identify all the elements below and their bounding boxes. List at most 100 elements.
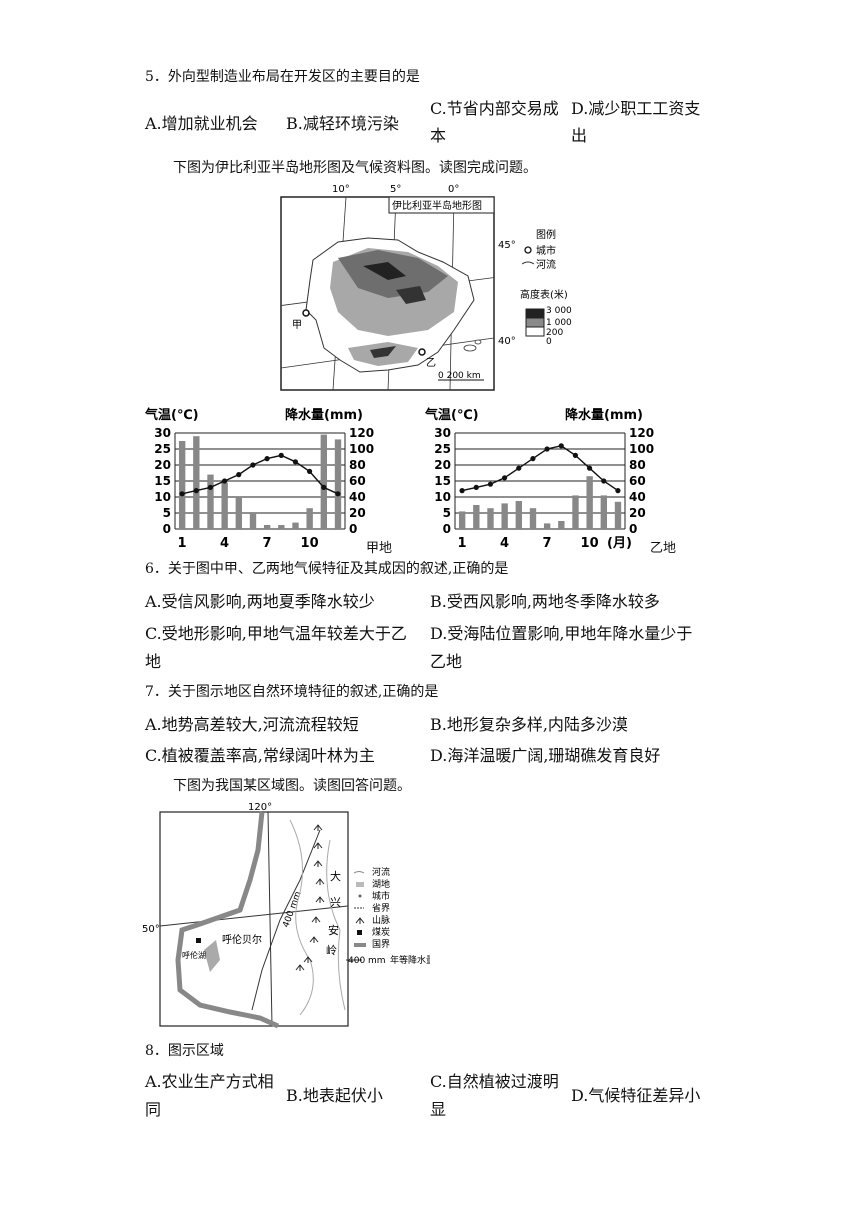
- precip-bar: [263, 525, 271, 529]
- temp-point: [221, 478, 228, 484]
- temp-tick: 10: [434, 490, 451, 504]
- precip-bar: [334, 439, 342, 529]
- lon-5: 5°: [390, 184, 401, 195]
- temp-point: [278, 452, 284, 458]
- q8-option-c-cont: 显: [430, 1100, 447, 1119]
- temp-point: [572, 452, 579, 458]
- q6-option-a: A.受信风影响,两地夏季降水较少: [145, 592, 375, 611]
- scale-bar: 0 200 km: [438, 371, 481, 381]
- q6-option-c: C.受地形影响,甲地气温年较差大于乙: [145, 624, 407, 643]
- temp-point: [459, 488, 465, 494]
- temp-tick: 20: [434, 458, 451, 472]
- month-tick: 1: [458, 536, 467, 551]
- precip-tick: 100: [349, 442, 374, 456]
- precip-bar: [600, 495, 608, 529]
- question-8-stem: 8．图示区域: [145, 1043, 224, 1059]
- precip-bar: [458, 511, 466, 529]
- temp-point: [558, 443, 564, 449]
- intro-region: 下图为我国某区域图。读图回答问题。: [173, 778, 411, 794]
- legend-province: 省界: [372, 902, 390, 914]
- lon-0: 0°: [448, 184, 459, 195]
- temp-axis-label: 气温(℃): [425, 407, 479, 423]
- legend-river: 河流: [536, 258, 556, 271]
- q7-option-d: D.海洋温暖广阔,珊瑚礁发育良好: [430, 746, 661, 765]
- precip-tick: 60: [629, 474, 646, 488]
- q8-option-c: C.自然植被过渡明: [430, 1072, 559, 1091]
- precip-bar: [473, 505, 480, 529]
- question-7-stem: 7．关于图示地区自然环境特征的叙述,正确的是: [145, 684, 439, 700]
- label-yi: 乙: [426, 357, 436, 369]
- temp-point: [601, 478, 607, 484]
- temp-point: [306, 468, 313, 474]
- temp-point: [179, 491, 185, 497]
- iberia-terrain-map: 伊比利亚半岛地形图 10° 5° 0° 45° 40° 甲 乙 图例 城市 河流…: [280, 184, 572, 391]
- temp-line: [461, 445, 619, 492]
- precip-bar: [543, 523, 551, 529]
- precip-tick: 20: [629, 506, 646, 520]
- label-jia: 甲: [292, 320, 302, 331]
- city-hulunbuir: 呼伦贝尔: [222, 933, 262, 946]
- mountain-an: 安: [328, 923, 339, 937]
- temp-point: [487, 481, 494, 487]
- temp-tick: 15: [154, 474, 171, 488]
- precip-bar: [249, 513, 257, 529]
- q5-option-c-cont: 本: [430, 126, 447, 145]
- precip-tick: 120: [349, 426, 374, 440]
- legend-city: 城市: [536, 244, 556, 257]
- temp-point: [335, 491, 341, 497]
- q6-option-c-cont: 地: [145, 652, 162, 671]
- temp-point: [236, 472, 242, 478]
- precip-bar: [515, 501, 523, 529]
- precip-bar: [529, 508, 537, 529]
- month-tick: 10: [581, 536, 599, 551]
- q5-option-d-cont: 出: [571, 126, 588, 145]
- legend-coal: 煤炭: [372, 926, 390, 938]
- precip-bar: [306, 508, 313, 529]
- q7-option-c: C.植被覆盖率高,常绿阔叶林为主: [145, 746, 375, 765]
- month-tick: 10: [301, 536, 319, 551]
- temp-point: [321, 484, 327, 490]
- mountain-ling: 岭: [326, 943, 337, 957]
- temp-tick: 20: [154, 458, 171, 472]
- precip-bar: [193, 436, 200, 529]
- temp-tick: 30: [434, 426, 451, 440]
- precip-tick: 60: [349, 474, 366, 488]
- precip-tick: 40: [629, 490, 646, 504]
- temp-point: [264, 456, 270, 462]
- temp-point: [530, 456, 536, 462]
- month-tick: 4: [500, 536, 509, 551]
- intro-iberia: 下图为伊比利亚半岛地形图及气候资料图。读图完成问题。: [173, 160, 537, 176]
- temp-line: [181, 454, 339, 495]
- q8-option-a: A.农业生产方式相: [145, 1072, 274, 1091]
- elev-3000: 3 000: [546, 306, 572, 316]
- precip-tick: 0: [349, 522, 357, 536]
- mountain-da: 大: [330, 869, 341, 883]
- q6-option-d: D.受海陆位置影响,甲地年降水量少于: [430, 624, 693, 643]
- temp-point: [193, 488, 199, 494]
- precip-tick: 20: [349, 506, 366, 520]
- precip-bar: [178, 441, 186, 529]
- precip-bar: [501, 503, 508, 529]
- month-tick: 4: [220, 536, 229, 551]
- month-tick: 1: [178, 536, 187, 551]
- precip-tick: 100: [629, 442, 654, 456]
- legend-border: 国界: [372, 939, 390, 950]
- isohyet-legend-label: 年等降水量线: [390, 954, 430, 966]
- precip-tick: 80: [629, 458, 646, 472]
- legend-lake: 湖地: [372, 878, 390, 890]
- temp-tick: 30: [154, 426, 171, 440]
- temp-tick: 15: [434, 474, 451, 488]
- isohyet-legend-value: 400 mm: [348, 956, 386, 966]
- question-6-stem: 6．关于图中甲、乙两地气候特征及其成因的叙述,正确的是: [145, 561, 509, 577]
- precip-bar: [278, 525, 285, 529]
- q5-option-c: C.节省内部交易成: [430, 99, 559, 118]
- temp-point: [250, 462, 256, 468]
- precip-axis-label: 降水量(mm): [285, 407, 363, 423]
- q5-option-d: D.减少职工工资支: [571, 99, 701, 118]
- q8-option-a-cont: 同: [145, 1100, 162, 1119]
- elev-200: 200: [546, 328, 563, 338]
- precip-tick: 120: [629, 426, 654, 440]
- temp-point: [516, 465, 522, 471]
- elev-0: 0: [546, 337, 552, 347]
